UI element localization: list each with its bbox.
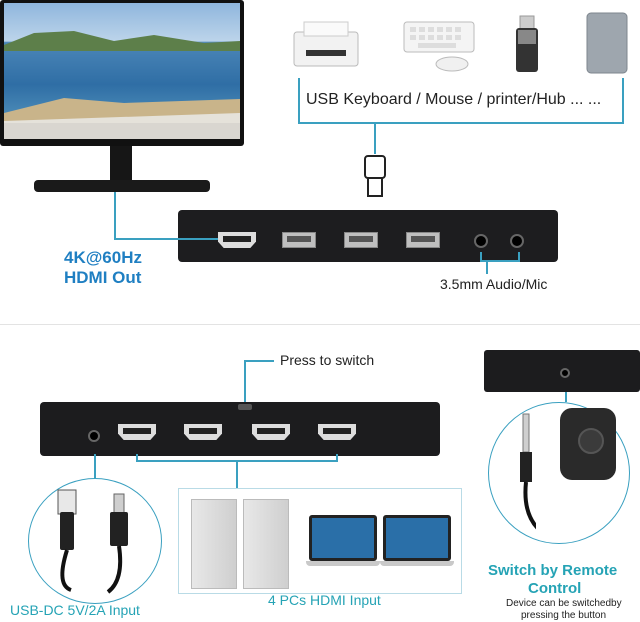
audio-bracket-right <box>518 252 520 262</box>
pcs-label: 4 PCs HDMI Input <box>268 592 381 608</box>
pc-tower-icon <box>191 499 237 589</box>
remote-note-line2: pressing the button <box>521 610 607 621</box>
pcs-callout <box>236 462 238 488</box>
press-callout-h <box>244 360 274 362</box>
pcs-bracket-left <box>136 454 138 462</box>
laptop-base <box>306 561 380 566</box>
dc-callout <box>94 454 96 480</box>
bracket-bottom <box>298 122 624 124</box>
pcs-bracket-right <box>336 454 338 462</box>
audio-bracket-left <box>480 252 482 262</box>
usb-port-icon <box>282 232 316 248</box>
dc-cable-circle <box>28 478 162 604</box>
dc-jack-icon <box>88 430 100 442</box>
remote-callout <box>565 392 567 402</box>
monitor-screen <box>4 3 240 139</box>
audio-plug-icon <box>520 413 536 530</box>
kvm-switch <box>40 402 440 456</box>
bracket-left <box>298 78 300 122</box>
pcs-bracket-bottom <box>136 460 338 462</box>
mic-jack-icon <box>510 234 524 248</box>
remote-title-line1: Switch by Remote <box>488 562 618 579</box>
hdmi-in-port-3-icon <box>252 424 290 440</box>
pc-tower-icon <box>243 499 289 589</box>
pcs-frame <box>178 488 462 594</box>
peripherals-label: USB Keyboard / Mouse / printer/Hub ... .… <box>306 91 602 108</box>
bracket-right <box>622 78 624 122</box>
keyboard-icon <box>403 21 475 72</box>
hdmi-out-label: HDMI Out <box>64 268 142 287</box>
press-callout-v <box>244 360 246 402</box>
hdmi-callout-v <box>114 192 116 238</box>
press-label: Press to switch <box>280 352 375 368</box>
usb-port-icon <box>406 232 440 248</box>
audio-bracket-bottom <box>480 260 520 262</box>
switch-button-icon[interactable] <box>238 404 252 410</box>
audio-jack-icon <box>474 234 488 248</box>
audio-callout <box>486 262 488 274</box>
hdmi-out-port-icon <box>218 232 256 248</box>
printer-icon <box>293 21 359 67</box>
usb-plug-icon <box>364 155 386 197</box>
coast-landscape <box>4 31 240 139</box>
switch-side-view <box>484 350 640 392</box>
remote-button-icon[interactable] <box>578 428 604 454</box>
monitor-base <box>34 180 210 192</box>
remote-note-line1: Device can be switchedby <box>506 598 622 609</box>
usb-drive-icon <box>516 15 538 72</box>
usb-dc-label: USB-DC 5V/2A Input <box>10 602 140 618</box>
hard-drive-icon <box>586 12 628 74</box>
usb-port-icon <box>344 232 378 248</box>
laptop-icon <box>309 515 377 561</box>
hdmi-in-port-1-icon <box>118 424 156 440</box>
monitor-stand <box>110 146 132 182</box>
hdmi-callout-h <box>114 238 218 240</box>
monitor-icon <box>0 0 244 146</box>
hdmi-out-spec: 4K@60Hz <box>64 248 142 267</box>
laptop-base <box>380 561 454 566</box>
usb-plug-line <box>374 124 376 154</box>
hdmi-in-port-4-icon <box>318 424 356 440</box>
remote-jack-icon <box>560 368 570 378</box>
usb-dc-cable-icon <box>57 489 128 594</box>
audio-label: 3.5mm Audio/Mic <box>440 276 548 292</box>
kvm-hub <box>178 210 558 262</box>
remote-title-line2: Control <box>528 580 582 597</box>
laptop-icon <box>383 515 451 561</box>
section-divider <box>0 324 640 325</box>
hdmi-in-port-2-icon <box>184 424 222 440</box>
